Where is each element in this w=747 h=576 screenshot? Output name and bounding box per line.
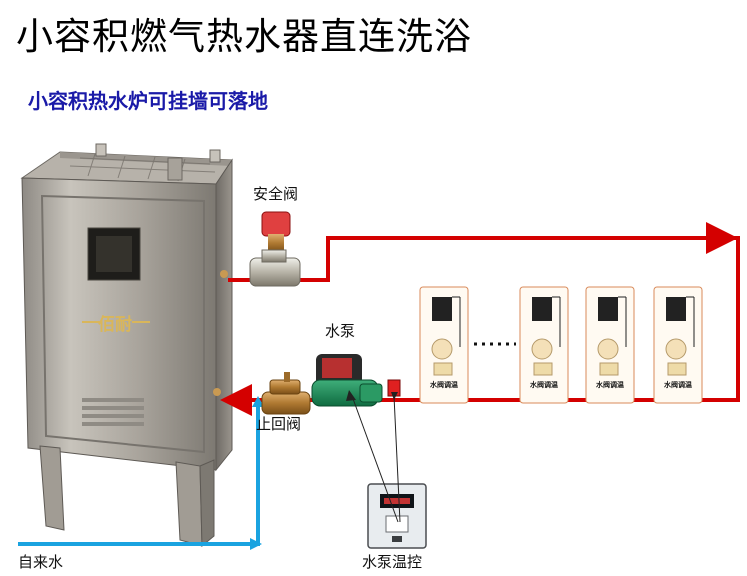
cold-water-arrow — [250, 538, 262, 550]
safety-valve — [249, 211, 301, 287]
pump-thermostat-box — [367, 483, 427, 549]
subtitle: 小容积热水炉可挂墙可落地 — [28, 89, 268, 113]
shower-unit: 水阀调温 — [519, 286, 569, 404]
pump-thermostat-label: 水泵温控 — [362, 553, 423, 571]
shower-unit: 水阀调温 — [585, 286, 635, 404]
check-valve — [261, 372, 311, 415]
shower-unit: 水阀调温 — [653, 286, 703, 404]
safety-valve-label: 安全阀 — [253, 185, 299, 203]
shower-unit: 水阀调温 — [419, 286, 469, 404]
shower-units: 水阀调温 水阀调温 水阀调温 水阀调温 — [419, 286, 703, 404]
control-wires — [351, 395, 401, 523]
shower-unit-label: 水阀调温 — [430, 380, 458, 389]
circulation-pump — [311, 354, 383, 407]
pump-label: 水泵 — [325, 322, 356, 340]
check-valve-label: 止回阀 — [256, 415, 302, 433]
cold-water-label: 自来水 — [18, 553, 64, 571]
water-heater: 佰耐 — [20, 143, 233, 548]
cold-water-up-arrow — [252, 396, 264, 407]
shower-unit-label: 水阀调温 — [664, 380, 692, 389]
page-title: 小容积燃气热水器直连洗浴 — [16, 15, 472, 58]
shower-unit-label: 水阀调温 — [596, 380, 624, 389]
shower-unit-label: 水阀调温 — [530, 380, 558, 389]
heater-logo: 佰耐 — [98, 314, 132, 335]
